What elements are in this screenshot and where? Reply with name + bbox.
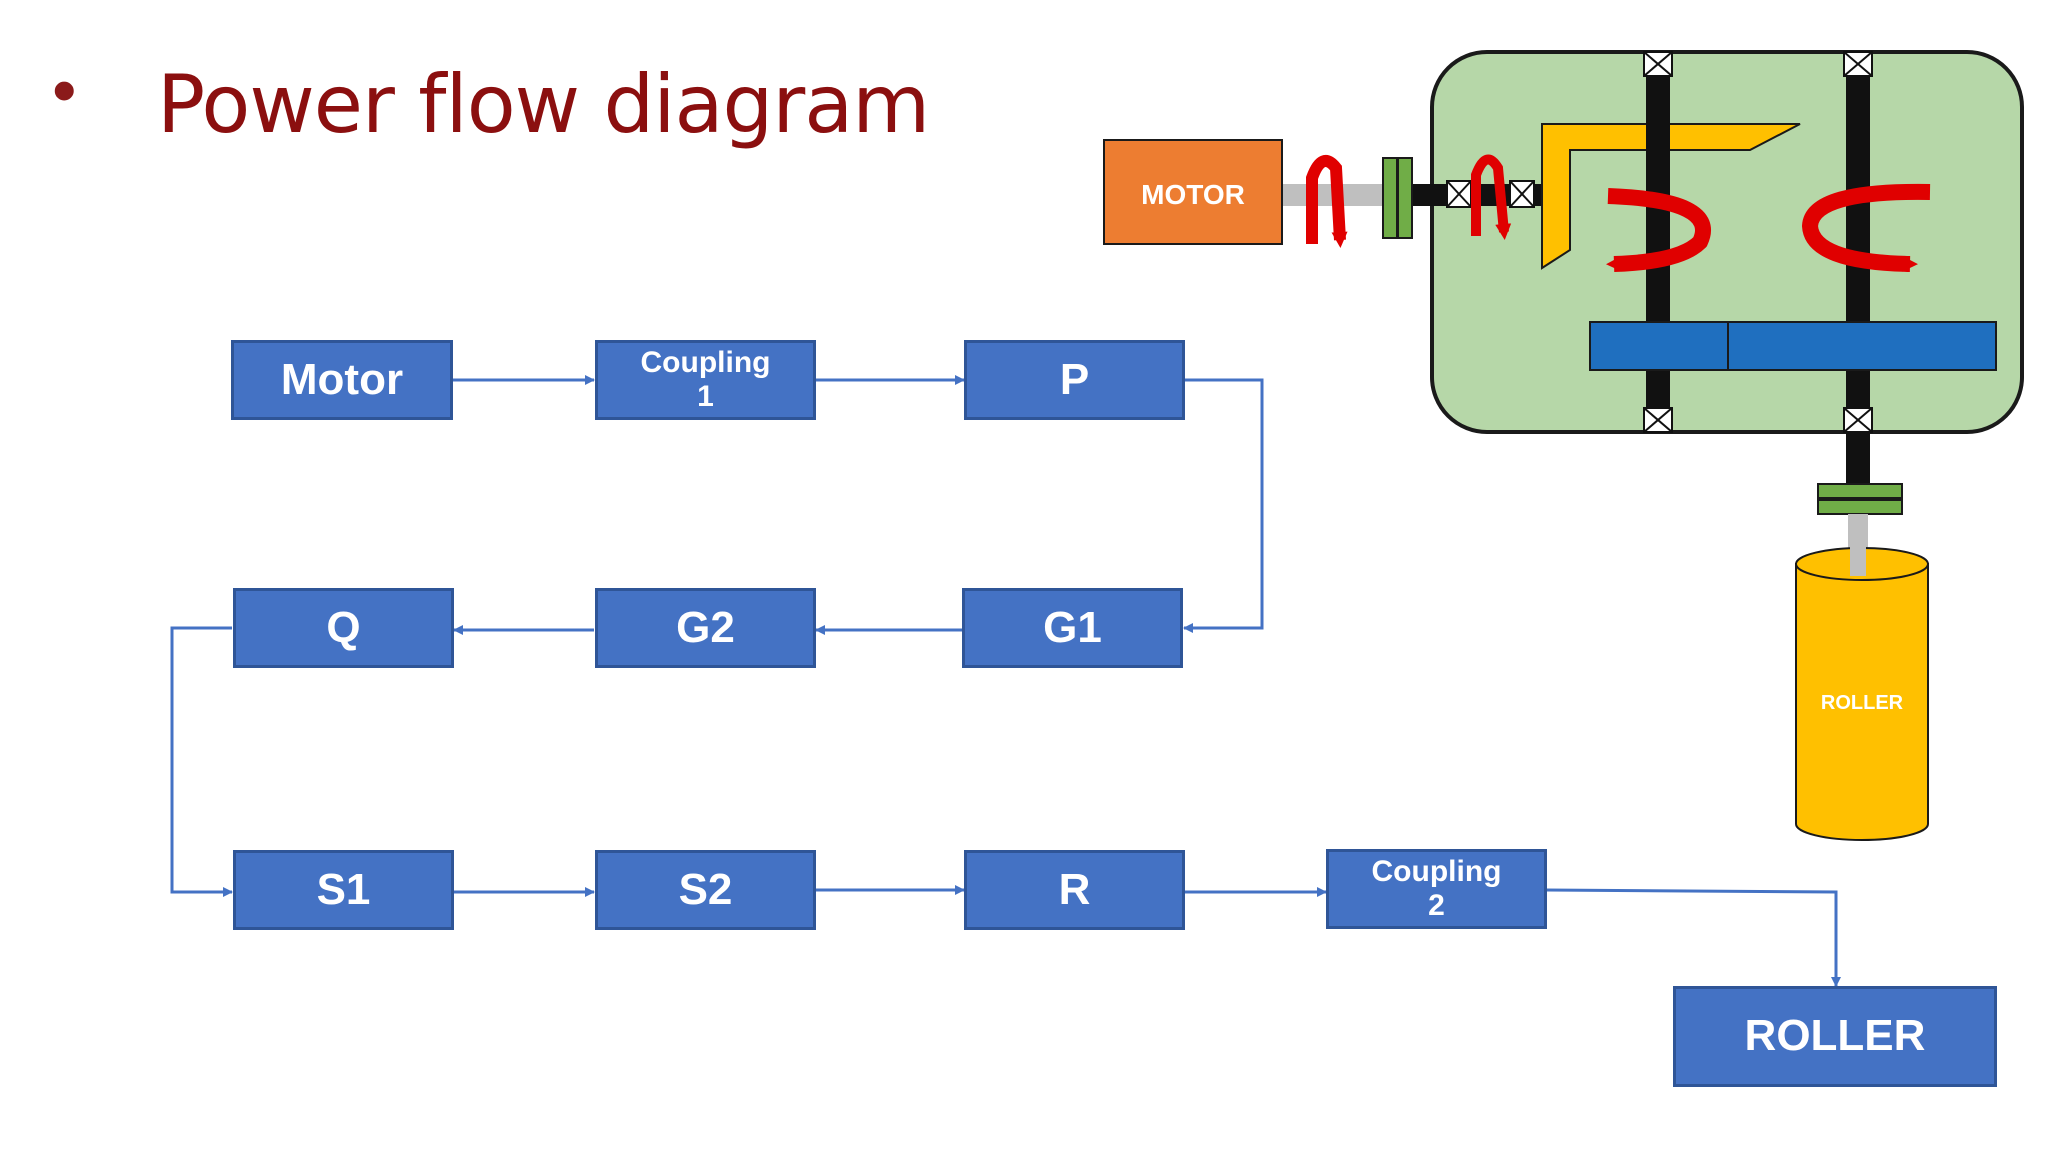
box-coupling-2-label: Coupling 2 xyxy=(1371,854,1502,923)
coupling-2-disc-a xyxy=(1817,483,1903,499)
box-g1-label: G1 xyxy=(1043,602,1102,652)
bearing-icon xyxy=(1509,180,1535,208)
slide-title: Power flow diagram xyxy=(157,58,930,151)
box-coupling-1-label: Coupling 1 xyxy=(640,345,771,414)
bearing-icon xyxy=(1643,51,1673,77)
motor-block xyxy=(1103,139,1283,245)
coupling-1-disc-b xyxy=(1397,157,1413,239)
intermediate-shaft xyxy=(1646,58,1670,428)
arrow-q-s1 xyxy=(170,626,233,897)
rotation-arrow-icon xyxy=(1306,155,1348,248)
bevel-gear xyxy=(1541,123,1801,270)
coupling-1-disc-a xyxy=(1382,157,1398,239)
box-coupling-1: Coupling 1 xyxy=(595,340,816,420)
bullet-point: • xyxy=(52,51,77,129)
arrow-coupling2-roller xyxy=(1545,888,1841,987)
box-g2: G2 xyxy=(595,588,816,668)
box-roller: ROLLER xyxy=(1673,986,1997,1087)
box-s2: S2 xyxy=(595,850,816,930)
rotation-arrow-icon xyxy=(1606,188,1711,272)
spur-gear-2 xyxy=(1727,321,1997,371)
box-p: P xyxy=(964,340,1185,420)
motor-block-label: MOTOR xyxy=(1141,179,1245,210)
rotation-arrow-icon xyxy=(1801,183,1931,272)
box-s1-label: S1 xyxy=(316,864,371,914)
spur-gear-1 xyxy=(1589,321,1729,371)
gearbox-housing xyxy=(1430,50,2024,434)
box-coupling-2: Coupling 2 xyxy=(1326,849,1547,929)
roller-shaft-end xyxy=(1850,540,1866,576)
bearing-icon xyxy=(1843,51,1873,77)
box-g1: G1 xyxy=(962,588,1183,668)
rotation-arrow-icon xyxy=(1471,154,1512,240)
box-roller-label: ROLLER xyxy=(1744,1011,1926,1061)
roller-cylinder xyxy=(1795,563,1929,841)
box-q-label: Q xyxy=(326,602,361,652)
box-p-label: P xyxy=(1059,354,1090,404)
box-motor: Motor xyxy=(231,340,453,420)
bearing-icon xyxy=(1446,180,1472,208)
bearing-icon xyxy=(1643,407,1673,433)
box-q: Q xyxy=(233,588,454,668)
box-g2-label: G2 xyxy=(676,602,735,652)
box-r: R xyxy=(964,850,1185,930)
box-s2-label: S2 xyxy=(678,864,733,914)
coupling-2-disc-b xyxy=(1817,499,1903,515)
roller-cylinder-label: ROLLER xyxy=(1821,692,1904,714)
box-r-label: R xyxy=(1058,864,1091,914)
arrow-p-g1 xyxy=(1183,378,1264,633)
bearing-icon xyxy=(1843,407,1873,433)
box-s1: S1 xyxy=(233,850,454,930)
box-motor-label: Motor xyxy=(280,354,404,404)
